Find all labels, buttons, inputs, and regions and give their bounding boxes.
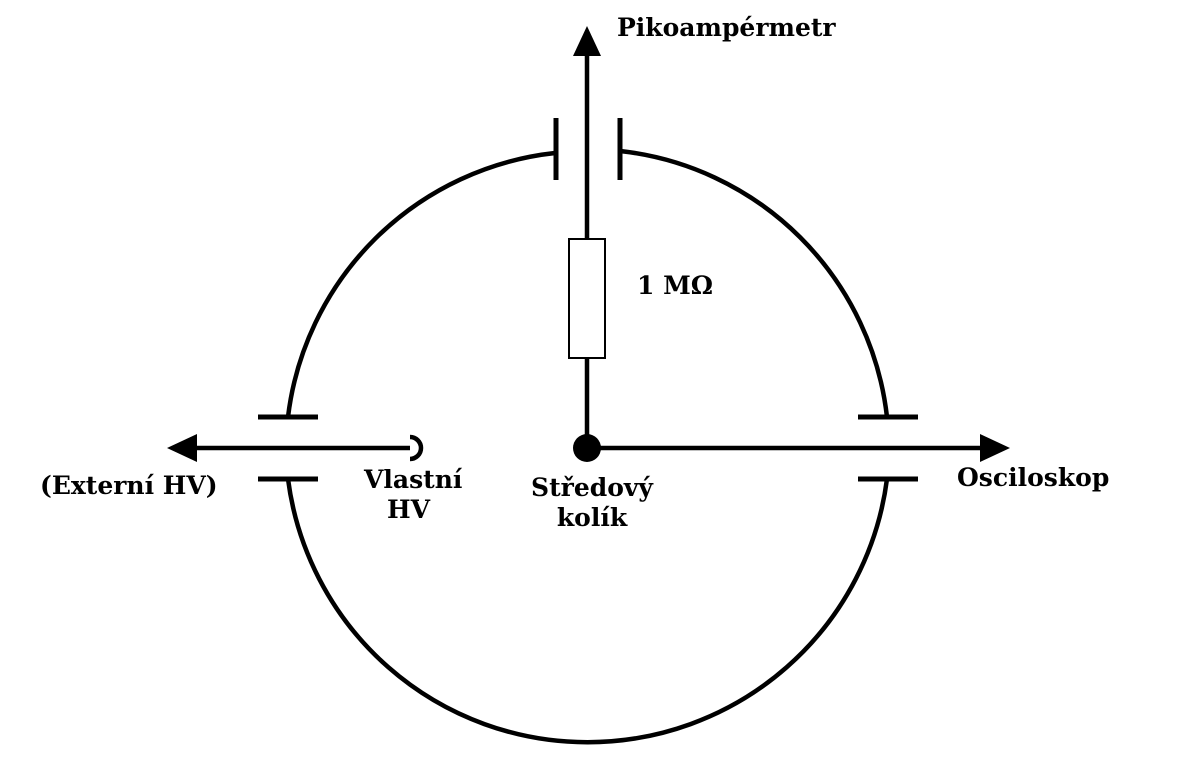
arrow-left-icon bbox=[167, 434, 197, 462]
label-top: Pikoampérmetr bbox=[617, 13, 836, 42]
label-own-hv-line2: HV bbox=[387, 495, 431, 524]
label-resistor: 1 MΩ bbox=[637, 271, 713, 300]
arrow-up-icon bbox=[573, 26, 601, 56]
ring-arc-top-right bbox=[619, 148, 890, 418]
label-center-line1: Středový bbox=[531, 473, 654, 502]
label-right: Osciloskop bbox=[957, 463, 1109, 492]
label-own-hv-line1: Vlastní bbox=[363, 465, 463, 494]
ring-arc-top-left bbox=[285, 150, 556, 418]
label-left: (Externí HV) bbox=[40, 471, 218, 500]
resistor-1mohm bbox=[568, 238, 606, 359]
arrow-right-icon bbox=[980, 434, 1010, 462]
hook-end-icon bbox=[409, 434, 424, 462]
ring-arc-bottom bbox=[285, 478, 890, 745]
label-center-line2: kolík bbox=[557, 503, 628, 532]
center-pin-dot bbox=[573, 434, 601, 462]
